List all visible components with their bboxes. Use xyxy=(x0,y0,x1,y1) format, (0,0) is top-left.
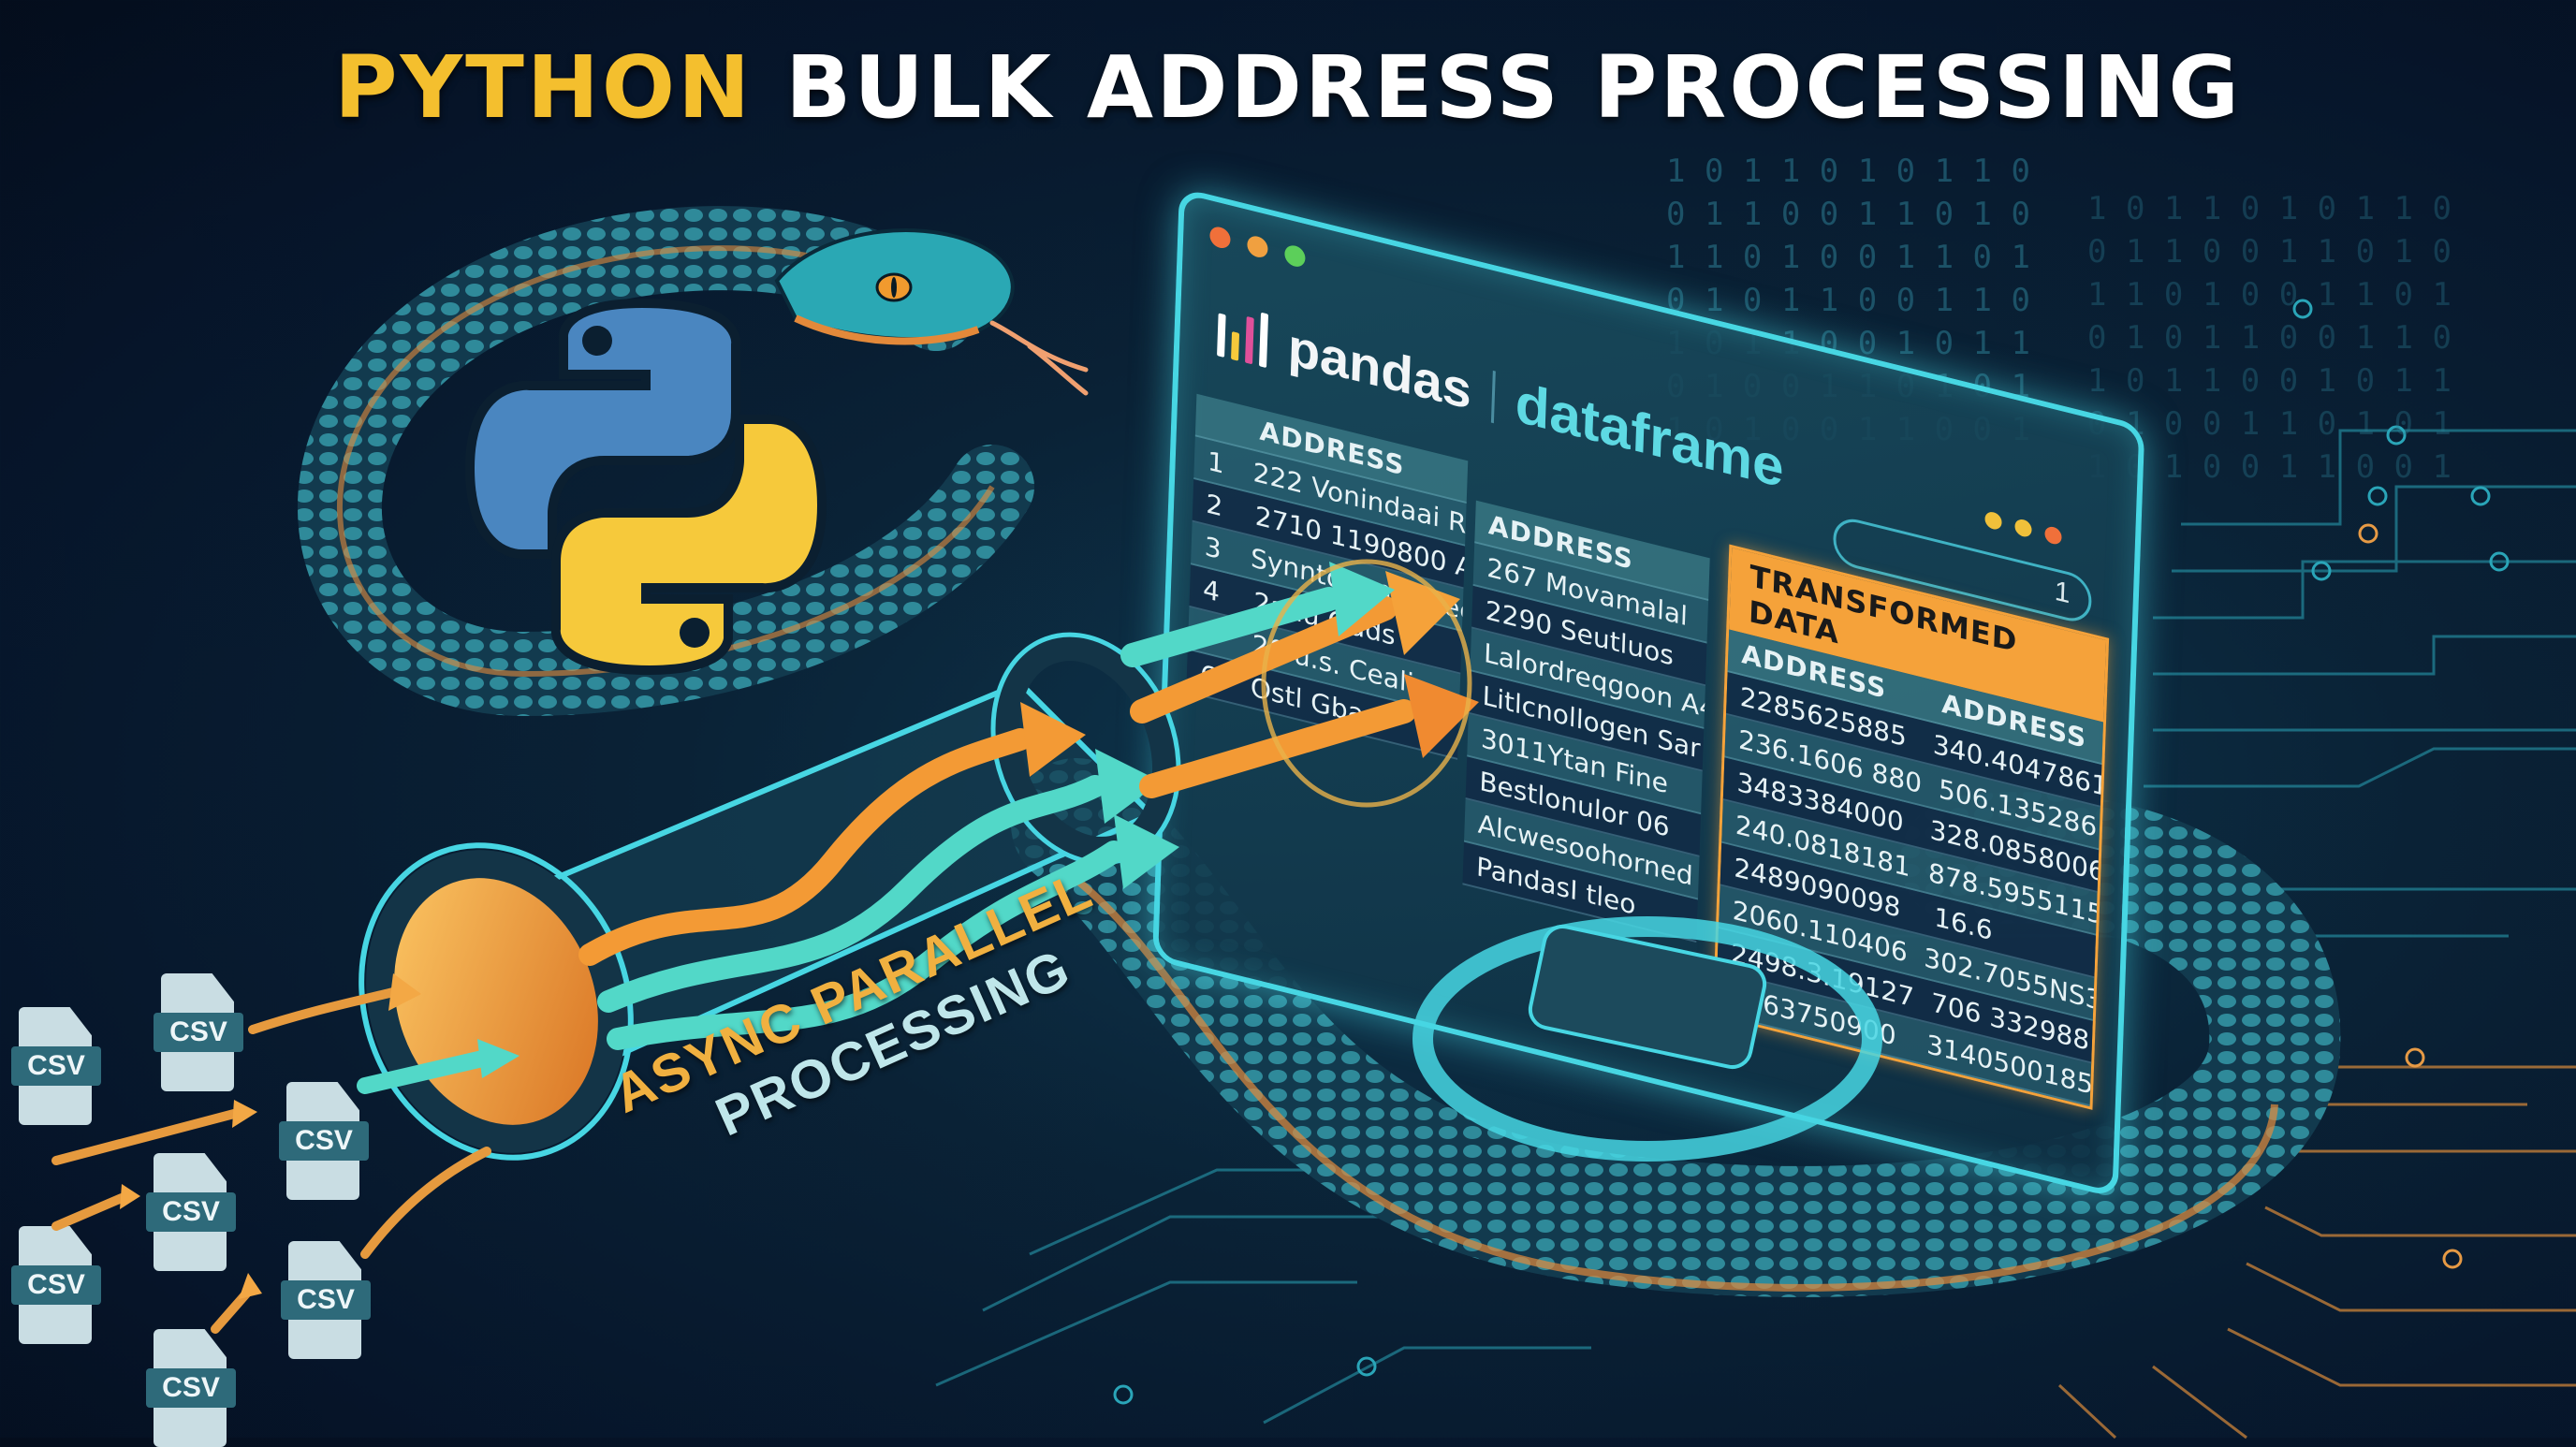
csv-file-icon[interactable]: CSV xyxy=(146,1329,236,1447)
csv-file-icon[interactable]: CSV xyxy=(281,1241,371,1359)
csv-file-icon[interactable]: CSV xyxy=(154,973,243,1091)
snake-head xyxy=(774,228,1089,396)
pipeline-tube xyxy=(359,632,1181,1161)
python-logo-icon xyxy=(464,298,827,676)
csv-file-icon[interactable]: CSV xyxy=(279,1082,369,1200)
title-highlight: PYTHON xyxy=(334,37,754,138)
title-rest: BULK ADDRESS PROCESSING xyxy=(753,37,2242,138)
csv-file-icon[interactable]: CSV xyxy=(11,1226,101,1344)
csv-file-icon[interactable]: CSV xyxy=(11,1007,101,1125)
csv-file-icon[interactable]: CSV xyxy=(146,1153,236,1271)
page-title: PYTHON BULK ADDRESS PROCESSING xyxy=(0,37,2576,138)
